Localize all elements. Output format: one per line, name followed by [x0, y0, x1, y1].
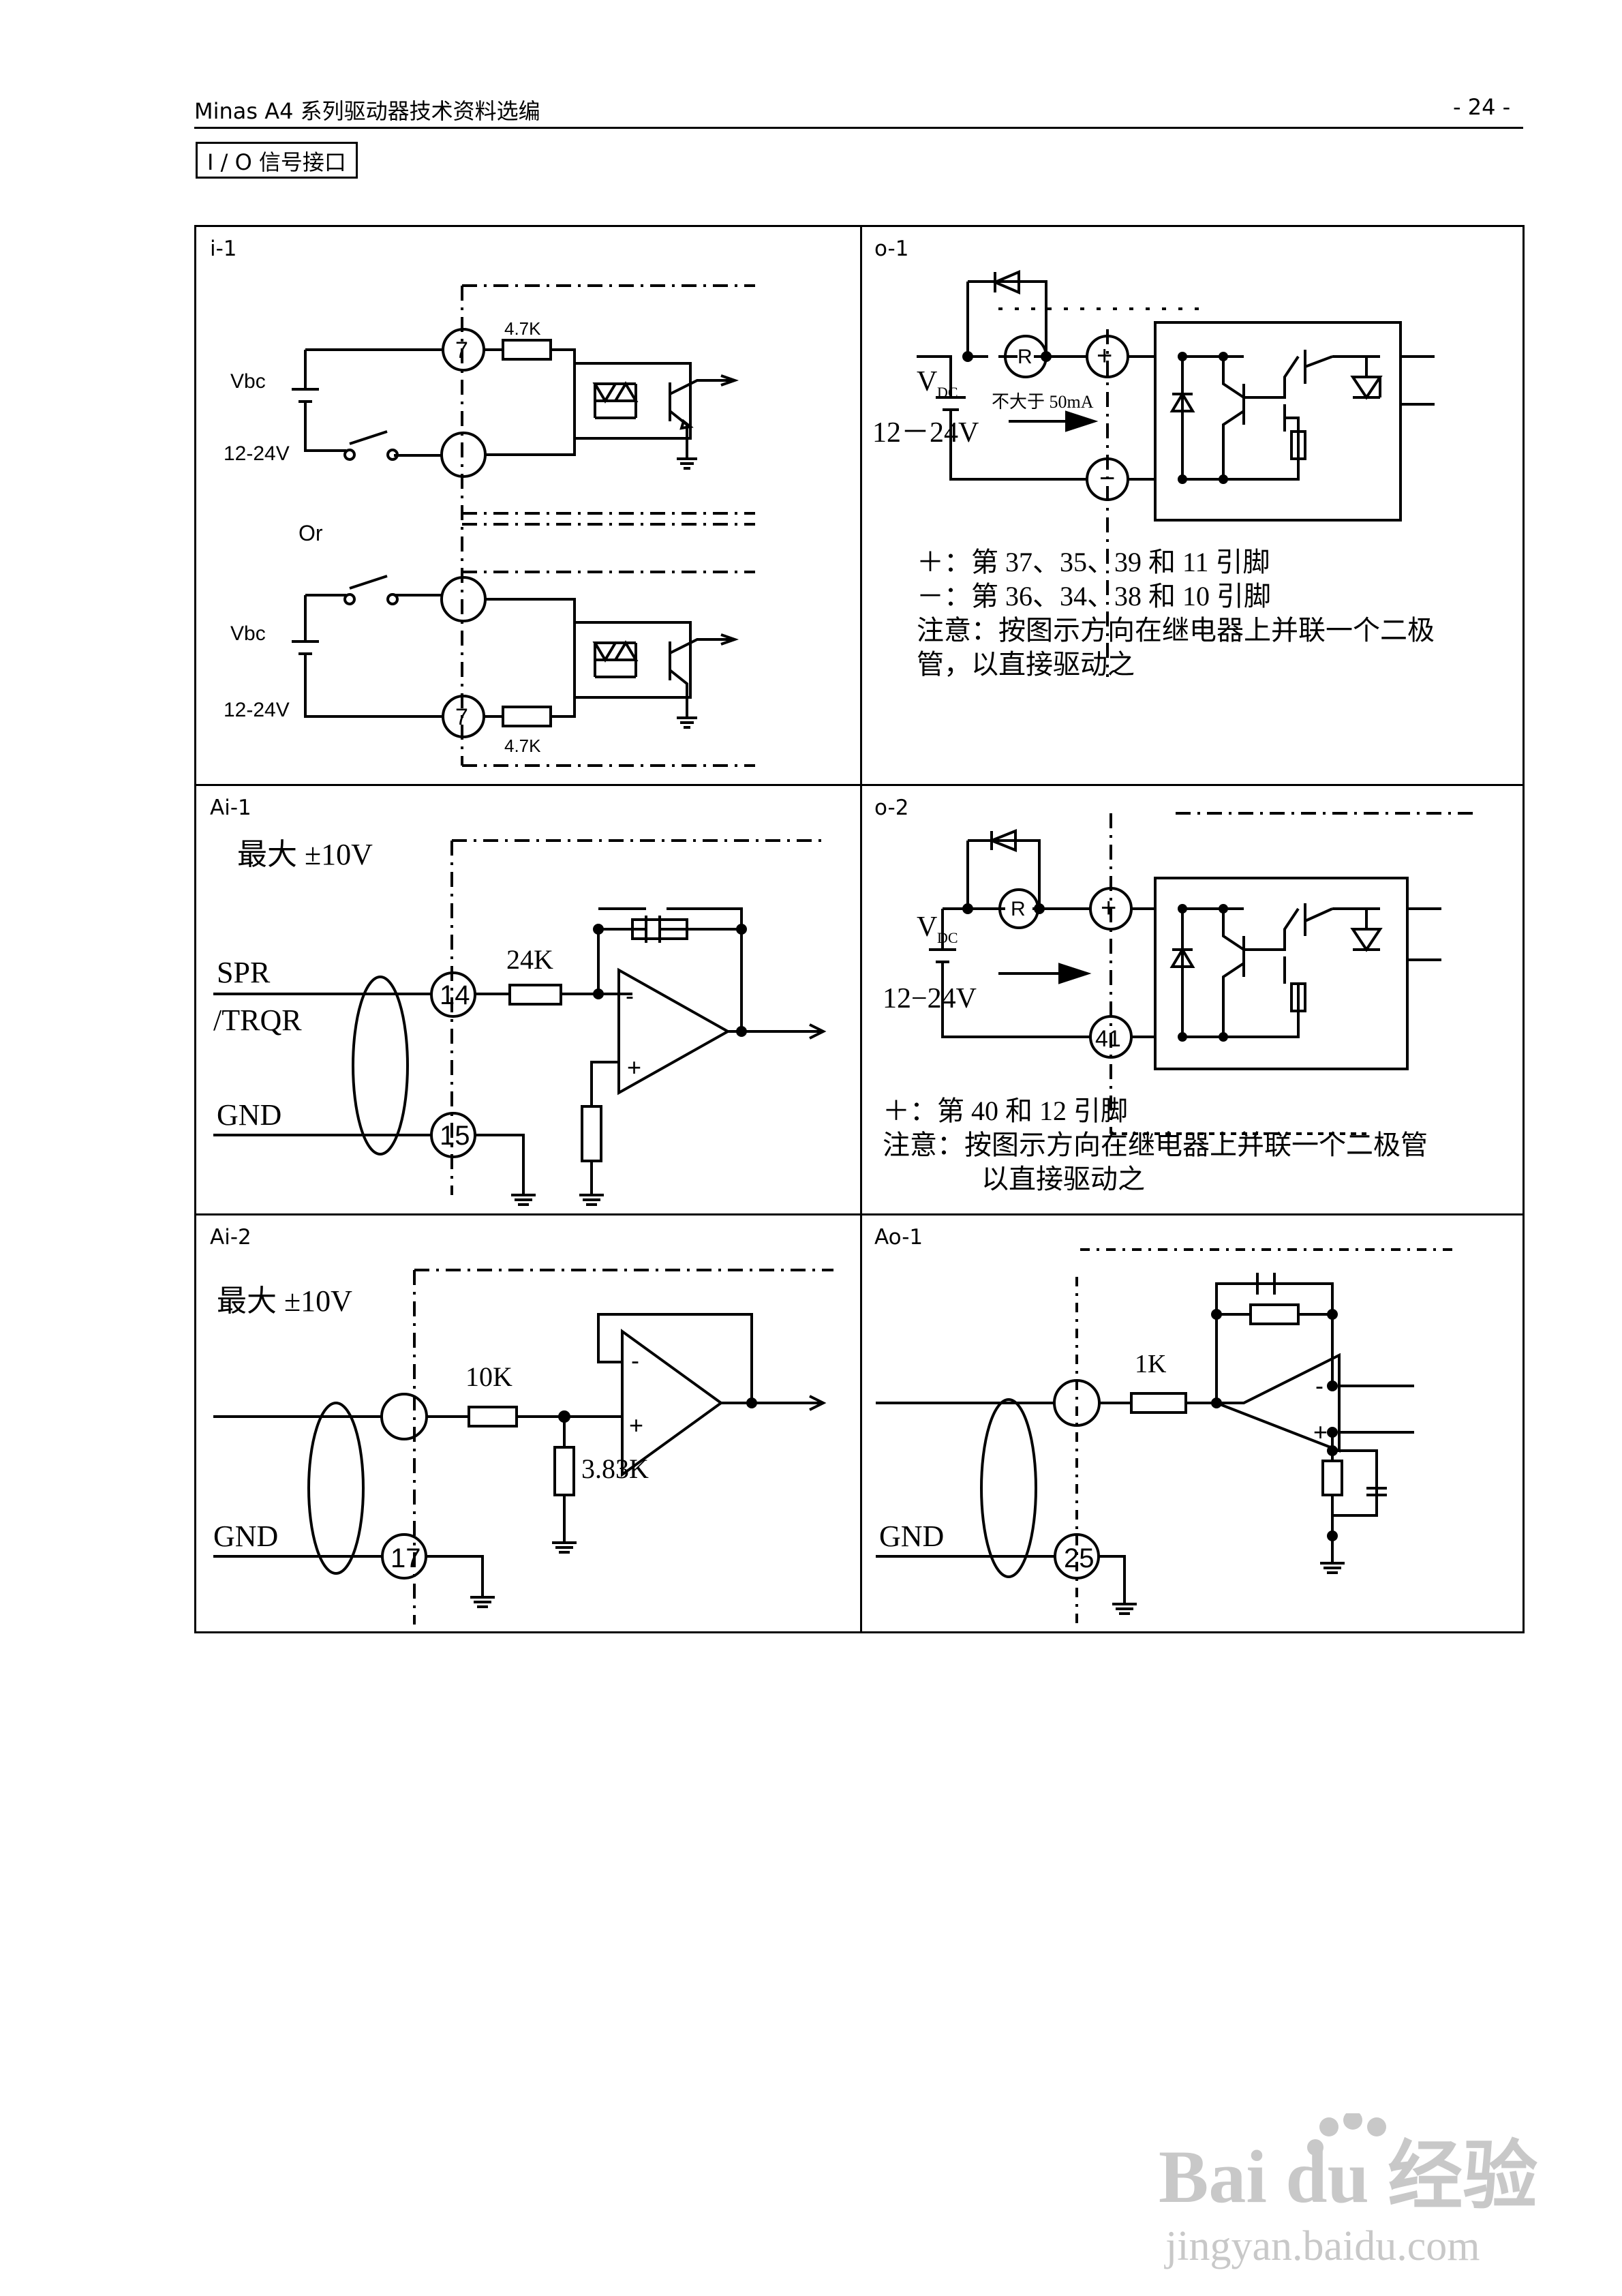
svg-text:R: R	[1011, 898, 1026, 920]
circuit-grid: i-1 Vbc 12-24V 7 4.7K Or V	[194, 225, 1525, 1633]
svg-text:7: 7	[455, 704, 468, 730]
baidu-watermark: Bai du 经验 jingyan.baidu.com	[1159, 2113, 1537, 2269]
svg-text:3.83K: 3.83K	[581, 1453, 649, 1484]
svg-text:-: -	[631, 1346, 639, 1374]
svg-text:+: +	[1101, 893, 1116, 923]
svg-text:12－24V: 12－24V	[872, 417, 979, 449]
grid-vertical-divider	[860, 227, 862, 1631]
cell-label-o1: o-1	[874, 237, 909, 261]
svg-text:Vbc: Vbc	[230, 370, 266, 393]
svg-text:DC: DC	[937, 929, 958, 946]
svg-text:4.7K: 4.7K	[504, 736, 541, 756]
svg-text:-: -	[626, 982, 634, 1010]
cell-label-ai2: Ai-2	[210, 1225, 251, 1250]
svg-text:GND: GND	[879, 1520, 944, 1553]
cell-label-ao1: Ao-1	[874, 1225, 923, 1250]
grid-row-divider-2	[196, 1213, 1522, 1215]
svg-text:注意：按图示方向在继电器上并联一个二极: 注意：按图示方向在继电器上并联一个二极	[917, 615, 1435, 646]
svg-text:最大 ±10V: 最大 ±10V	[217, 1284, 352, 1318]
svg-text:+: +	[627, 1053, 641, 1081]
svg-text:不大于 50mA: 不大于 50mA	[992, 392, 1094, 412]
svg-text:41: 41	[1095, 1026, 1121, 1052]
svg-text:10K: 10K	[465, 1361, 512, 1392]
grid-row-divider-1	[196, 784, 1522, 786]
svg-text:注意：按图示方向在继电器上并联一个二极管: 注意：按图示方向在继电器上并联一个二极管	[883, 1130, 1428, 1160]
circuit-i1: Vbc 12-24V 7 4.7K Or Vbc 12-24V 7 4.7K	[224, 284, 755, 767]
svg-text:Bai du 经验: Bai du 经验	[1159, 2135, 1537, 2218]
section-label: I / O 信号接口	[196, 142, 358, 179]
svg-text:7: 7	[455, 337, 468, 363]
svg-text:以直接驱动之: 以直接驱动之	[981, 1164, 1145, 1194]
page-number: - 24 -	[1453, 94, 1511, 120]
svg-text:SPR: SPR	[217, 956, 271, 989]
svg-text:V: V	[917, 911, 937, 943]
svg-text:12-24V: 12-24V	[224, 699, 290, 721]
svg-text:1K: 1K	[1135, 1350, 1167, 1378]
svg-text:R: R	[1017, 346, 1032, 368]
svg-text:Vbc: Vbc	[230, 622, 266, 645]
svg-text:24K: 24K	[506, 944, 553, 975]
circuit-o2: R + 41 V DC 12−24V ＋：第 40 和 12 引脚 注意：按图示…	[883, 812, 1475, 1194]
svg-text:最大 ±10V: 最大 ±10V	[237, 838, 373, 871]
svg-text:jingyan.baidu.com: jingyan.baidu.com	[1164, 2223, 1480, 2269]
svg-text:+: +	[629, 1411, 643, 1439]
svg-text:12−24V: 12−24V	[883, 983, 977, 1014]
svg-text:17: 17	[391, 1543, 421, 1573]
page-header-title: Minas A4 系列驱动器技术资料选编	[194, 98, 540, 124]
svg-text:4.7K: 4.7K	[504, 318, 541, 339]
svg-text:＋：第 37、35、39 和 11 引脚: ＋：第 37、35、39 和 11 引脚	[917, 547, 1270, 577]
svg-text:-: -	[1315, 1372, 1323, 1400]
svg-text:V: V	[917, 366, 937, 397]
svg-text:＋：第 40 和 12 引脚: ＋：第 40 和 12 引脚	[883, 1096, 1128, 1126]
circuit-ai2: 最大 ±10V 10K 3.83K GND 17 - +	[213, 1269, 833, 1625]
svg-text:DC: DC	[937, 384, 958, 401]
circuit-ai1: 最大 ±10V SPR /TRQR 24K GND 14 15 - +	[213, 838, 827, 1206]
svg-text:14: 14	[440, 980, 470, 1010]
svg-text:+: +	[1097, 341, 1112, 371]
svg-text:−: −	[1099, 464, 1115, 494]
cell-label-ai1: Ai-1	[210, 796, 251, 820]
header-rule	[194, 127, 1523, 129]
svg-text:12-24V: 12-24V	[224, 442, 290, 465]
cell-label-o2: o-2	[874, 796, 909, 820]
cell-label-i1: i-1	[210, 237, 237, 261]
svg-text:/TRQR: /TRQR	[213, 1003, 302, 1037]
circuit-ao1: 1K GND 25 - +	[876, 1248, 1455, 1625]
svg-text:管，以直接驱动之: 管，以直接驱动之	[917, 649, 1135, 680]
svg-text:+: +	[1313, 1418, 1328, 1446]
svg-text:－：第 36、34、38 和 10 引脚: －：第 36、34、38 和 10 引脚	[917, 581, 1271, 611]
circuit-o1: R + − V DC 12－24V 不大于 50mA ＋：第 37、35、39 …	[872, 269, 1435, 680]
svg-text:GND: GND	[217, 1098, 281, 1132]
svg-text:15: 15	[440, 1121, 470, 1151]
svg-text:GND: GND	[213, 1520, 278, 1553]
svg-text:Or: Or	[299, 521, 323, 545]
svg-text:25: 25	[1064, 1543, 1095, 1573]
